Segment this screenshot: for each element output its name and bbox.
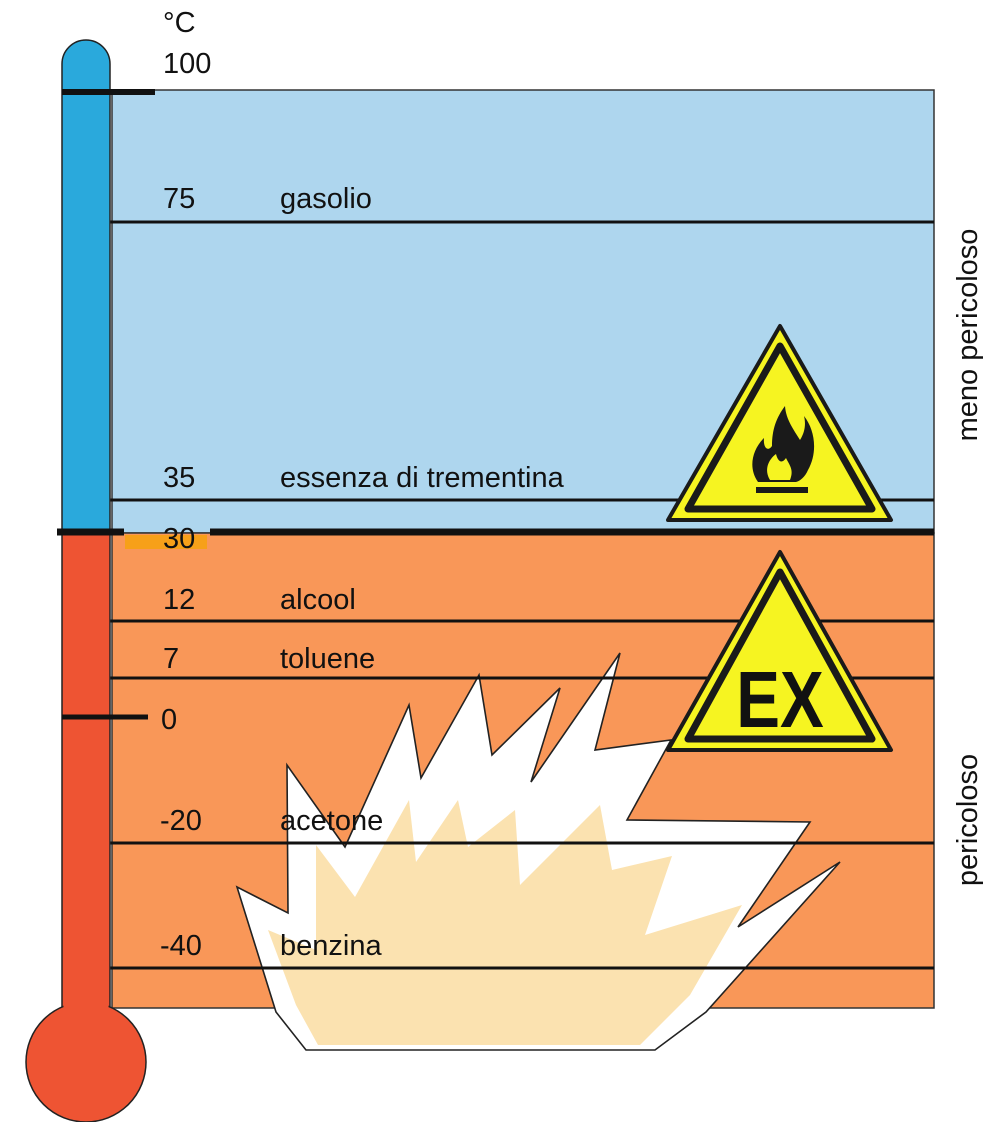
explosive-warning-icon: EX: [666, 550, 893, 752]
scale-rules: [62, 220, 934, 970]
zone-label-lower: pericoloso: [952, 754, 984, 886]
substance-label: essenza di trementina: [280, 462, 565, 494]
unit-label: °C: [163, 7, 196, 39]
ex-label: EX: [736, 655, 824, 745]
temp-value: 0: [161, 704, 177, 736]
substance-label: benzina: [280, 930, 382, 962]
thermometer-icon: [25, 39, 147, 1123]
explosion-burst-core: [268, 800, 742, 1045]
temp-value: -40: [160, 930, 202, 962]
substance-label: acetone: [280, 805, 383, 837]
substance-label: gasolio: [280, 183, 372, 215]
threshold-highlight: [125, 535, 207, 549]
flammable-warning-icon: [666, 324, 893, 522]
temp-value: 35: [163, 462, 195, 494]
temp-value: -20: [160, 805, 202, 837]
zone-label-upper: meno pericoloso: [952, 229, 984, 442]
temp-value: 75: [163, 183, 195, 215]
substance-label: toluene: [280, 643, 375, 675]
substance-label: alcool: [280, 584, 356, 616]
temp-value: 100: [163, 48, 211, 80]
temp-value: 12: [163, 584, 195, 616]
temp-value: 30: [163, 523, 195, 555]
flame-icon: [752, 406, 815, 482]
temp-value: 7: [163, 643, 179, 675]
